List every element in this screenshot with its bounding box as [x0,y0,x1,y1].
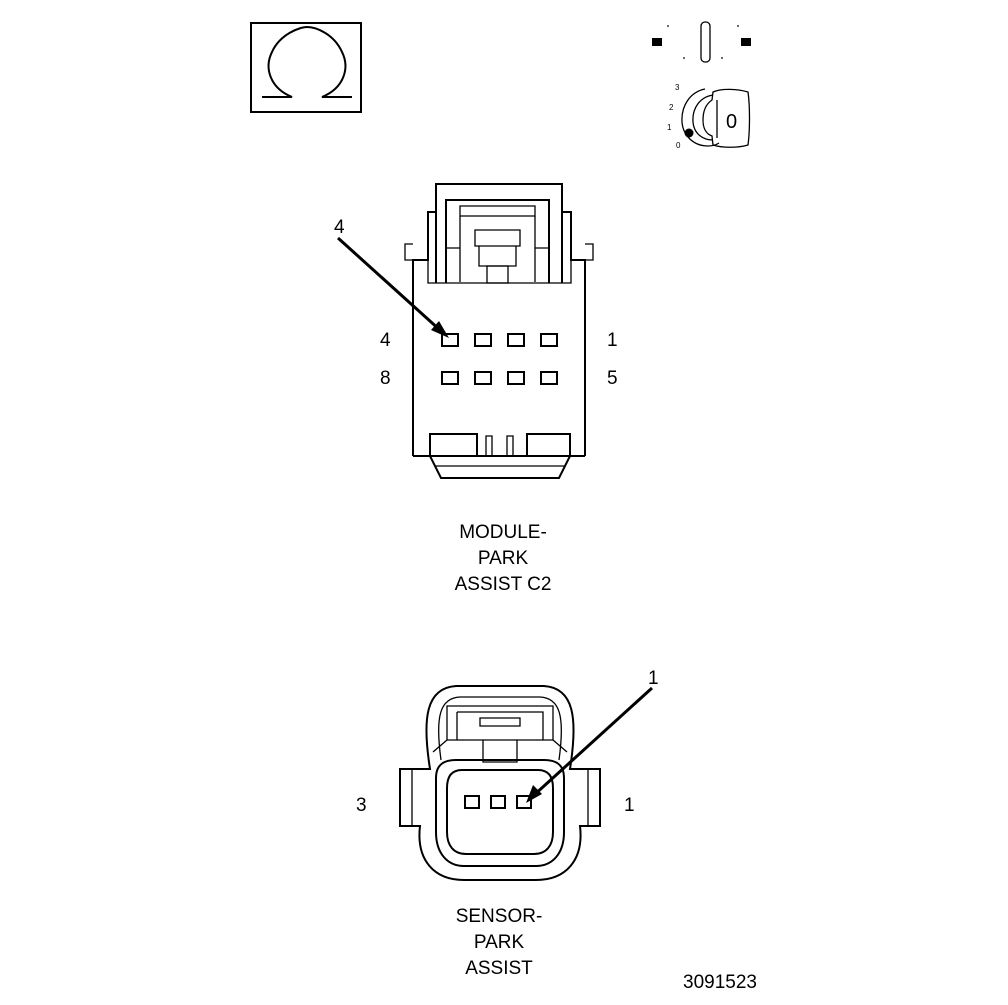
sensor-pointer-arrow [531,686,654,798]
module-pin-label-1: 1 [607,330,618,351]
module-caption-line-1: MODULE- [459,522,547,543]
module-connector: 4 4 1 8 5 MODULE- PARK ASSIST C2 [334,183,618,595]
module-pin-label-8: 8 [380,368,391,389]
module-pin-3 [474,333,492,347]
sensor-connector: 1 3 1 SENSOR- PARK ASSIST [356,668,659,979]
sensor-pin-label-3: 3 [356,795,367,816]
module-pin-7 [474,371,492,385]
sensor-caption-line-1: SENSOR- [456,906,543,927]
ignition-key-label: 0 [726,111,737,133]
module-pin-4 [441,333,459,347]
ignition-position-0: 0 [676,141,681,150]
ignition-position-3: 3 [675,83,680,92]
sensor-pin-label-1: 1 [624,795,635,816]
figure-number: 3091523 [683,972,757,993]
sensor-caption-line-3: ASSIST [465,958,533,979]
sensor-pin-1 [516,795,532,809]
ignition-position-2: 2 [669,103,674,112]
module-caption-line-2: PARK [478,548,529,569]
ohm-symbol-icon [250,22,362,113]
module-pin-label-5: 5 [607,368,618,389]
module-pointer-arrow [336,236,443,333]
sensor-caption-line-2: PARK [474,932,525,953]
module-pin-8 [441,371,459,385]
module-pin-1 [540,333,558,347]
sensor-arrow-label: 1 [648,668,659,689]
ignition-key-icon: 3 2 1 0 0 [652,21,751,150]
module-arrow-label: 4 [334,217,345,238]
module-pin-2 [507,333,525,347]
module-pin-5 [540,371,558,385]
module-pin-label-4: 4 [380,330,391,351]
ignition-position-1: 1 [667,123,672,132]
module-pin-6 [507,371,525,385]
sensor-pin-2 [490,795,506,809]
sensor-pin-3 [464,795,480,809]
module-caption-line-3: ASSIST C2 [455,574,552,595]
